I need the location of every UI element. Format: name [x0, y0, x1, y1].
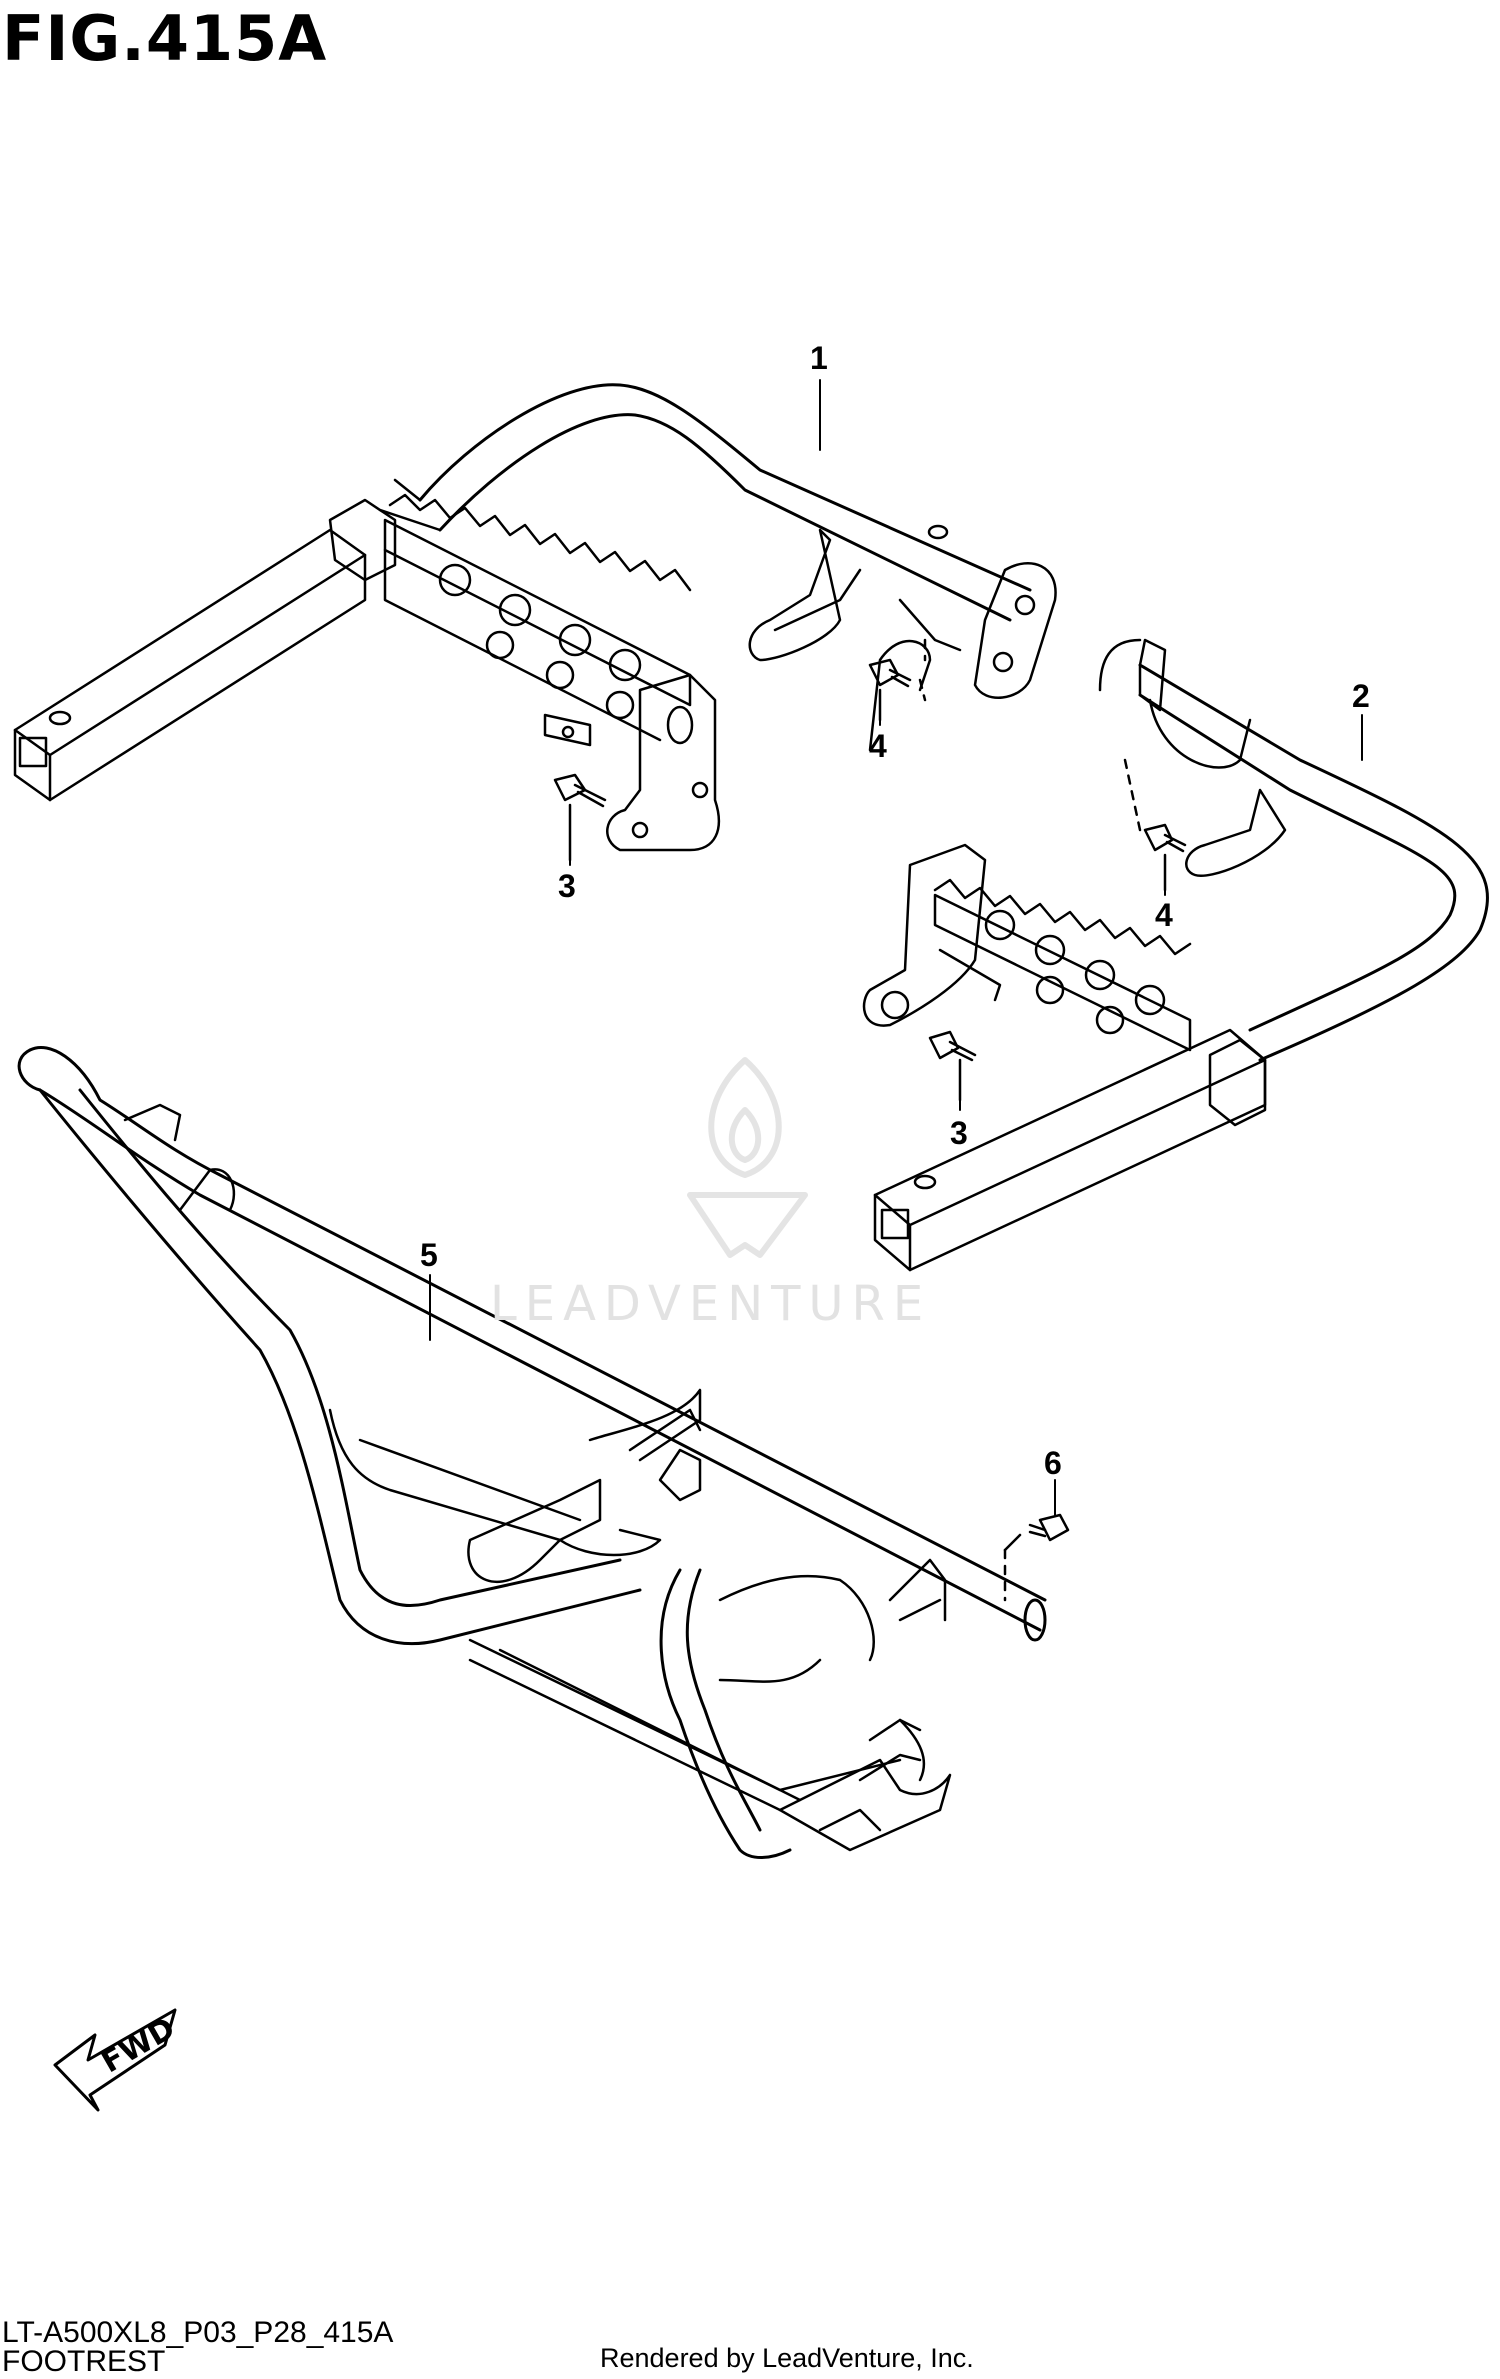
bolt-3-left: [553, 773, 607, 862]
rendered-by-credit: Rendered by LeadVenture, Inc.: [600, 2343, 974, 2373]
watermark-logo: [687, 1057, 808, 1258]
part-name: FOOTREST: [2, 2345, 166, 2378]
fwd-arrow-icon: FWD: [53, 2008, 181, 2112]
callout-leaders: [429, 379, 1363, 1516]
callout-3-right: 3: [950, 1115, 968, 1151]
callout-5: 5: [420, 1237, 438, 1273]
callout-3-left: 3: [558, 868, 576, 904]
callout-4-left: 4: [869, 728, 887, 764]
part-1-left-footrest-bracket: [13, 383, 1057, 852]
watermark-text: LEADVENTURE: [490, 1276, 932, 1332]
callout-6: 6: [1044, 1445, 1062, 1481]
callout-2: 2: [1352, 678, 1370, 714]
bolt-3-right: [928, 1030, 977, 1102]
model-code: LT-A500XL8_P03_P28_415A: [2, 2316, 394, 2349]
bolt-6: [1003, 1513, 1070, 1602]
part-5-front-guard: [17, 1045, 1047, 1859]
part-2-right-footrest-bracket: [862, 638, 1489, 1272]
callout-4-right: 4: [1155, 897, 1173, 933]
bolt-4-left: [868, 638, 927, 722]
callout-1: 1: [810, 340, 828, 376]
figure-title: FIG.415A: [2, 2, 328, 75]
fwd-label: FWD: [96, 2011, 181, 2081]
bolt-4-right: [1123, 758, 1187, 892]
